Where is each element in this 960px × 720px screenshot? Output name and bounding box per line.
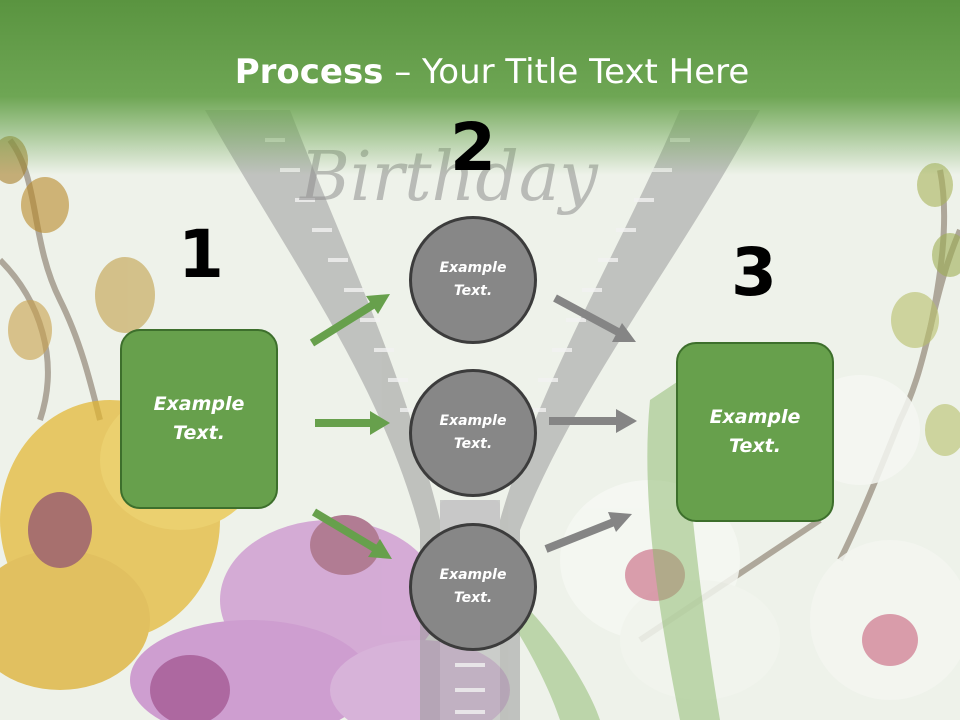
header-band [0,0,960,175]
circle-middle[interactable]: Example Text. [409,369,537,497]
step-1-text: Example Text. [153,393,245,444]
circle-bottom-text: Example Text. [439,567,507,606]
green-arrow-up [309,294,390,347]
orchid-leaves [510,380,720,720]
green-arrow-mid [315,411,390,435]
title-rest: – Your Title Text Here [383,52,750,92]
green-arrow-down [311,508,392,559]
gray-arrow-up [544,512,632,553]
step-3-box[interactable]: Example Text. [676,342,834,522]
circle-bottom[interactable]: Example Text. [409,523,537,651]
gray-arrow-down [553,294,636,342]
gray-arrow-mid [549,409,637,433]
circle-top[interactable]: Example Text. [409,216,537,344]
step-number-2: 2 [450,109,496,186]
step-3-text: Example Text. [709,406,801,457]
circle-top-text: Example Text. [439,260,507,299]
circle-middle-text: Example Text. [439,413,507,452]
step-number-1: 1 [178,216,224,293]
step-1-box[interactable]: Example Text. [120,329,278,509]
step-number-3: 3 [731,234,777,311]
title-bold: Process [234,52,384,92]
slide-title: Process – Your Title Text Here [0,52,960,92]
